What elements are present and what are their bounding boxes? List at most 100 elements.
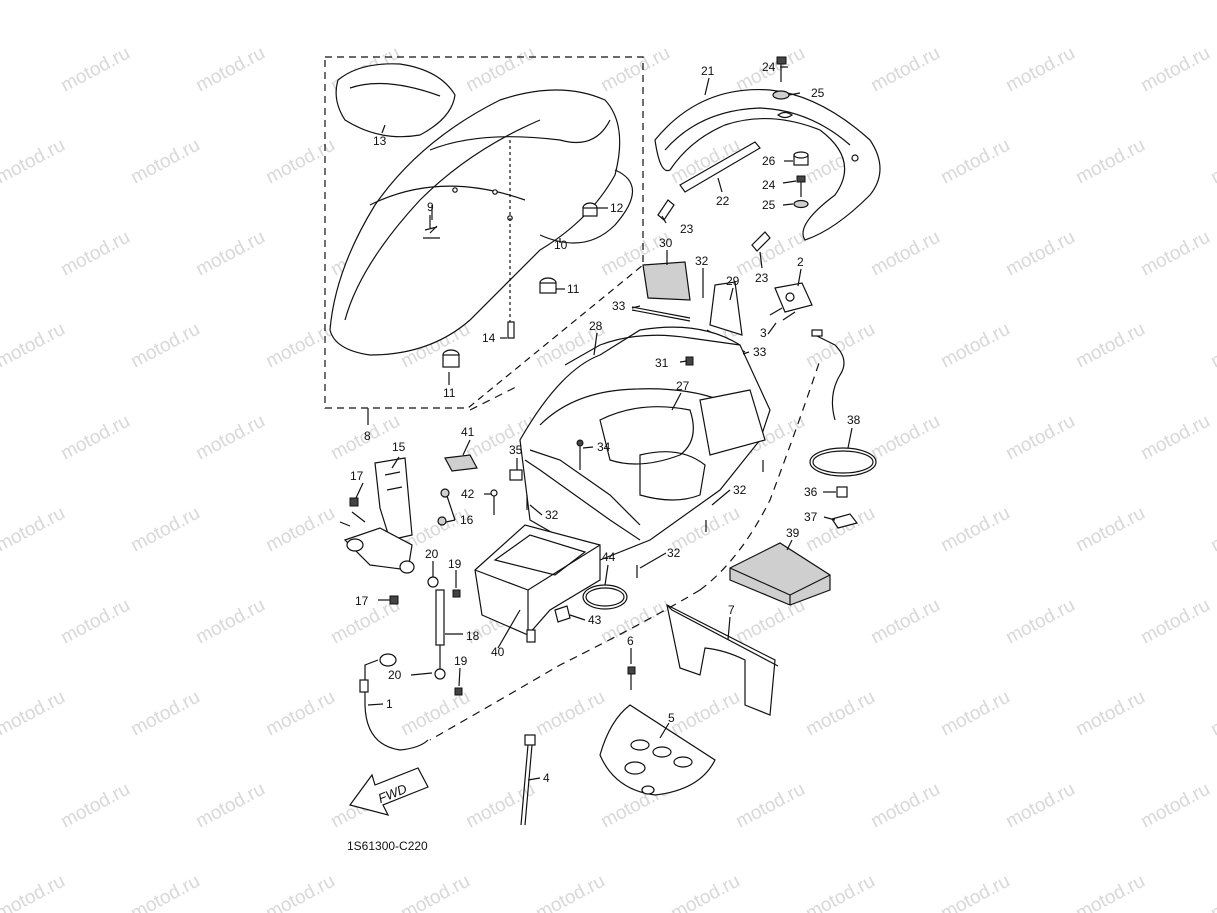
part-label-16: 16 — [460, 513, 474, 527]
fwd-arrow: FWD — [348, 767, 429, 816]
watermark-text: motod.ru — [127, 319, 203, 373]
part-label-38: 38 — [847, 413, 861, 427]
part-label-20a: 20 — [425, 547, 439, 561]
watermark-text: motod.ru — [57, 411, 133, 465]
part-label-41: 41 — [461, 425, 475, 439]
watermark-text: motod.ru — [1137, 227, 1213, 281]
rail-strip-drawing — [657, 141, 771, 252]
watermark-text: motod.ru — [532, 687, 608, 741]
part-label-36: 36 — [804, 485, 818, 499]
watermark-text: motod.ru — [192, 227, 268, 281]
part-label-43: 43 — [588, 613, 602, 627]
misc-parts-drawings — [554, 486, 859, 623]
watermark-text: motod.ru — [867, 411, 943, 465]
seat-drawing — [329, 89, 621, 356]
part-label-39: 39 — [786, 526, 800, 540]
hinge-bracket-drawing — [339, 457, 450, 605]
part-label-32a: 32 — [695, 254, 709, 268]
watermark-text: motod.ru — [192, 411, 268, 465]
watermark-text: motod.ru — [262, 0, 338, 4]
seal-drawing — [539, 169, 633, 244]
part-label-1: 1 — [386, 697, 393, 711]
watermark-text: motod.ru — [1002, 595, 1078, 649]
watermark-text: motod.ru — [192, 595, 268, 649]
watermark-text: motod.ru — [732, 779, 808, 833]
watermark-text: motod.ru — [462, 43, 538, 97]
part-label-12: 12 — [610, 201, 624, 215]
watermark-text: motod.ru — [0, 319, 69, 373]
watermark-text: motod.ru — [597, 43, 673, 97]
watermark-text: motod.ru — [192, 779, 268, 833]
watermark-text: motod.ru — [397, 0, 473, 4]
watermark-text: motod.ru — [802, 871, 878, 913]
part-label-23a: 23 — [680, 222, 694, 236]
rail-fasteners — [772, 56, 809, 209]
part-label-20b: 20 — [388, 668, 402, 682]
part-label-13: 13 — [373, 134, 387, 148]
part-label-37: 37 — [804, 510, 818, 524]
part-label-23b: 23 — [755, 271, 769, 285]
part-label-24b: 24 — [762, 178, 776, 192]
part-label-4: 4 — [543, 771, 550, 785]
watermark-text: motod.ru — [262, 135, 338, 189]
storage-box-drawing — [519, 326, 771, 561]
part-label-19a: 19 — [448, 557, 462, 571]
battery-box-drawing — [474, 524, 601, 643]
watermark-text: motod.ru — [937, 319, 1013, 373]
watermark-text: motod.ru — [937, 871, 1013, 913]
watermark-text: motod.ru — [57, 227, 133, 281]
watermark-text: motod.ru — [1207, 871, 1217, 913]
watermark-text: motod.ru — [867, 43, 943, 97]
part-label-21: 21 — [701, 64, 715, 78]
part-label-2: 2 — [797, 255, 804, 269]
part-label-34: 34 — [597, 440, 611, 454]
part-label-42: 42 — [461, 487, 475, 501]
part-label-32b: 32 — [733, 483, 747, 497]
watermark-text: motod.ru — [732, 227, 808, 281]
part-label-11b: 11 — [443, 386, 456, 400]
watermark-text: motod.ru — [127, 871, 203, 913]
leader-lines — [355, 66, 853, 781]
watermark-text: motod.ru — [937, 687, 1013, 741]
part-label-29: 29 — [726, 274, 740, 288]
watermark-text: motod.ru — [1072, 503, 1148, 557]
watermark-text: motod.ru — [262, 871, 338, 913]
watermark-text: motod.ru — [1137, 595, 1213, 649]
watermark-text: motod.ru — [0, 871, 69, 913]
part-label-22: 22 — [716, 194, 730, 208]
watermark-text: motod.ru — [802, 319, 878, 373]
cable-tie-drawing — [520, 734, 536, 826]
part-label-44: 44 — [602, 550, 616, 564]
watermark-text: motod.ru — [1002, 779, 1078, 833]
cover-bracket-lock-drawings — [642, 261, 813, 336]
part-label-5: 5 — [668, 711, 675, 725]
lock-cable-drawing — [814, 334, 845, 421]
part-label-10: 10 — [554, 238, 568, 252]
watermark-text: motod.ru — [1137, 779, 1213, 833]
watermark-text: motod.ru — [937, 503, 1013, 557]
part-label-32c: 32 — [545, 508, 559, 522]
watermark-text: motod.ru — [0, 135, 69, 189]
watermark-text: motod.ru — [802, 687, 878, 741]
watermark-text: motod.ru — [1137, 43, 1213, 97]
part-label-24a: 24 — [762, 60, 776, 74]
watermark-text: motod.ru — [667, 687, 743, 741]
watermark-text: motod.ru — [57, 779, 133, 833]
watermark-text: motod.ru — [1072, 687, 1148, 741]
watermark-text: motod.ru — [262, 503, 338, 557]
watermark-text: motod.ru — [1207, 687, 1217, 741]
body-outline — [429, 359, 821, 741]
watermark-text: motod.ru — [1072, 0, 1148, 4]
watermark-text: motod.ru — [867, 595, 943, 649]
watermark-text: motod.ru — [127, 0, 203, 4]
part-label-31: 31 — [655, 356, 669, 370]
lock-cable-end-drawing — [811, 329, 823, 337]
damper-drawings — [442, 202, 598, 368]
watermark-text: motod.ru — [192, 43, 268, 97]
watermark-text: motod.ru — [1072, 319, 1148, 373]
part-label-35: 35 — [509, 443, 523, 457]
part-label-33b: 33 — [753, 345, 767, 359]
part-number-labels: 1 2 3 4 5 6 7 8 9 10 11 11 12 13 14 15 1… — [350, 60, 861, 785]
label-drawing — [444, 454, 478, 472]
watermark-text: motod.ru — [867, 779, 943, 833]
